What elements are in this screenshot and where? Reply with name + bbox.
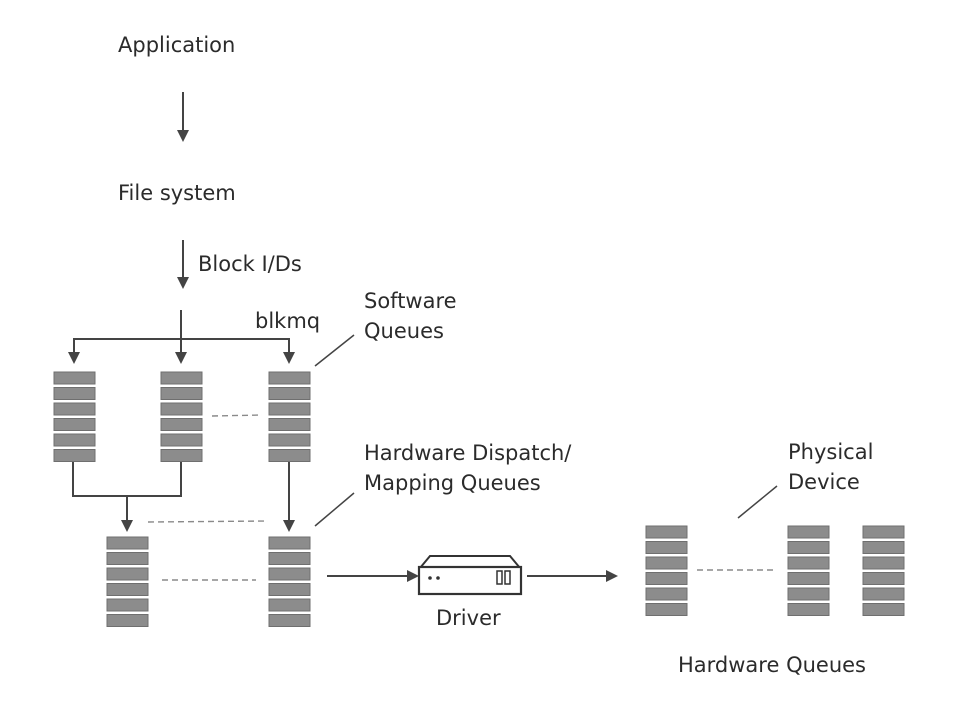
- blkmq-branch-right: [181, 338, 295, 364]
- queue-slot: [787, 541, 830, 554]
- leader-physical-device: [737, 485, 778, 519]
- queue-slot: [268, 567, 311, 581]
- label-hw-dispatch-2: Mapping Queues: [364, 471, 541, 495]
- label-block-ios: Block I/Ds: [198, 252, 302, 276]
- label-file-system: File system: [118, 181, 236, 205]
- queue-slot: [53, 387, 96, 400]
- ellipsis-dash-mid: [147, 520, 269, 523]
- queue-slot: [268, 449, 311, 462]
- queue-slot: [106, 614, 149, 627]
- dispatch-queue: [106, 536, 149, 627]
- queue-slot: [862, 603, 905, 616]
- label-hardware-queues: Hardware Queues: [678, 653, 866, 677]
- ellipsis-dash-software: [211, 414, 263, 417]
- queue-slot: [268, 387, 311, 400]
- queue-slot: [645, 525, 688, 539]
- queue-slot: [268, 418, 311, 431]
- queue-slot: [645, 556, 688, 570]
- queue-slot: [160, 449, 203, 462]
- queue-slot: [862, 556, 905, 570]
- hardware-queue: [862, 525, 905, 616]
- hardware-queue: [645, 525, 688, 616]
- queue-slot: [268, 614, 311, 627]
- queue-slot: [268, 402, 311, 416]
- queue-slot: [862, 587, 905, 601]
- queue-slot: [787, 587, 830, 601]
- queue-slot: [787, 603, 830, 616]
- queue-slot: [645, 603, 688, 616]
- queue-slot: [862, 525, 905, 539]
- storage-device-icon: [417, 555, 523, 596]
- queue-slot: [268, 371, 311, 385]
- queue-slot: [160, 418, 203, 431]
- queue-slot: [645, 572, 688, 585]
- queue-slot: [160, 433, 203, 447]
- software-queue: [160, 371, 203, 462]
- queue-slot: [645, 541, 688, 554]
- queue-slot: [160, 387, 203, 400]
- queue-slot: [268, 583, 311, 596]
- queue-slot: [645, 587, 688, 601]
- queue-slot: [106, 552, 149, 565]
- label-physical-1: Physical: [788, 440, 874, 464]
- queue-slot: [53, 371, 96, 385]
- queue-slot: [106, 583, 149, 596]
- queue-slot: [106, 598, 149, 612]
- label-application: Application: [118, 33, 236, 57]
- blkmq-branch-left: [68, 338, 181, 364]
- queue-slot: [268, 536, 311, 550]
- queue-slot: [862, 572, 905, 585]
- queue-slot: [787, 525, 830, 539]
- queue-slot: [106, 567, 149, 581]
- leader-software-queues: [314, 334, 355, 367]
- queue-slot: [787, 556, 830, 570]
- queue-slot: [268, 598, 311, 612]
- software-queue: [268, 371, 311, 462]
- dispatch-queue: [268, 536, 311, 627]
- queue-slot: [106, 536, 149, 550]
- label-software-queues-1: Software: [364, 289, 457, 313]
- queue-slot: [862, 541, 905, 554]
- queue-slot: [53, 418, 96, 431]
- queue-slot: [160, 371, 203, 385]
- label-blkmq: blkmq: [255, 309, 321, 333]
- leader-hw-dispatch: [314, 492, 355, 527]
- queue-slot: [53, 433, 96, 447]
- queue-slot: [787, 572, 830, 585]
- software-queue: [53, 371, 96, 462]
- queue-slot: [53, 402, 96, 416]
- label-physical-2: Device: [788, 470, 860, 494]
- queue-slot: [268, 433, 311, 447]
- label-software-queues-2: Queues: [364, 319, 444, 343]
- label-driver: Driver: [436, 606, 501, 630]
- queue-slot: [160, 402, 203, 416]
- merge-connector: [72, 462, 182, 497]
- hardware-queue: [787, 525, 830, 616]
- queue-slot: [53, 449, 96, 462]
- label-hw-dispatch-1: Hardware Dispatch/: [364, 441, 572, 465]
- queue-slot: [268, 552, 311, 565]
